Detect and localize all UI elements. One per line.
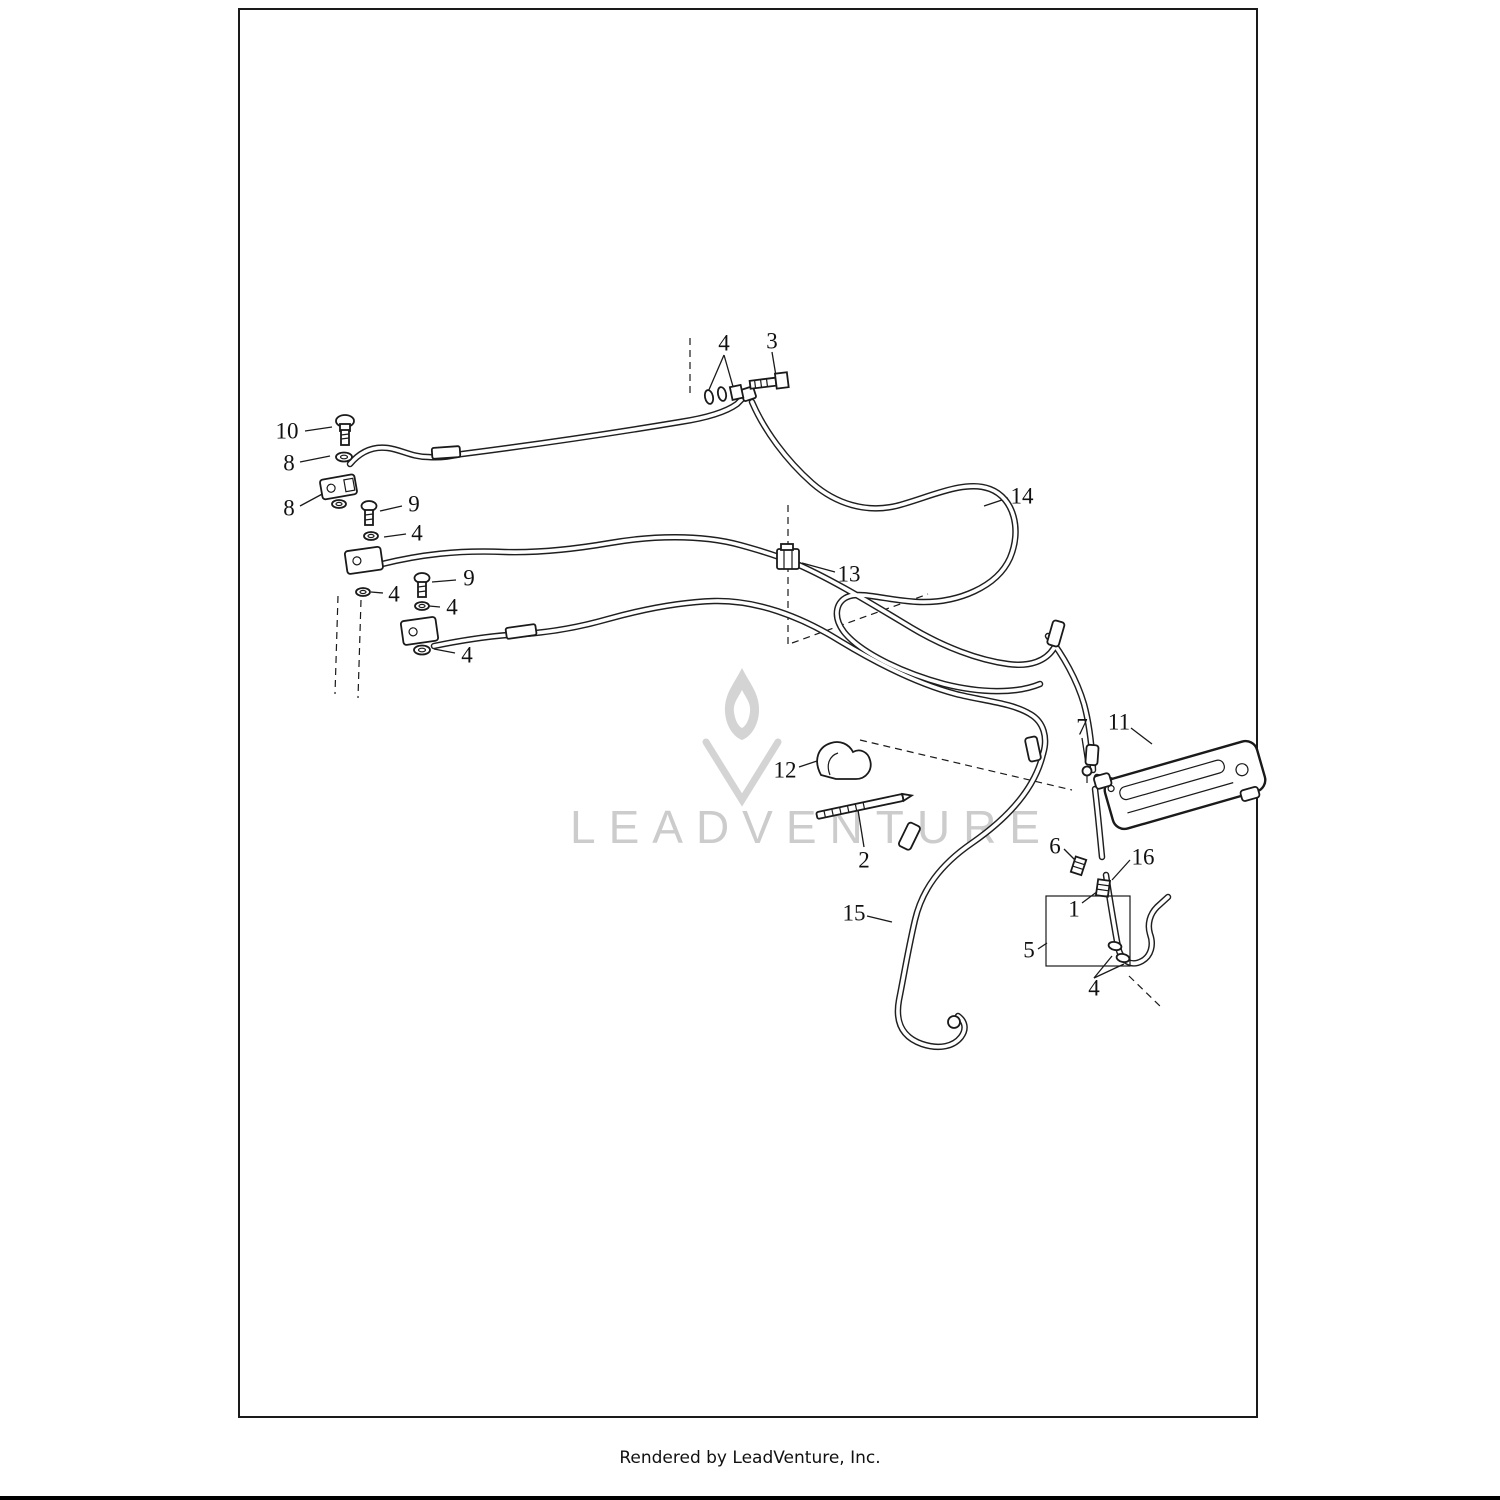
clip-13 [776, 543, 800, 570]
clamp-8 [319, 473, 358, 501]
callout-7: 7 [1076, 714, 1088, 740]
callout-5: 5 [1023, 937, 1035, 963]
screw-9-lower [413, 572, 431, 598]
washer-4-b [355, 587, 371, 597]
top-fitting-hardware [703, 383, 745, 405]
bolt-3 [748, 371, 790, 390]
cable-tie-2 [815, 792, 915, 820]
clamp-block-lower [399, 616, 440, 646]
hoses-core [348, 391, 1170, 1049]
leadventure-flame-logo [702, 668, 782, 807]
callout-4-a: 4 [411, 520, 423, 546]
fitting-1 [1094, 878, 1112, 898]
callout-11: 11 [1107, 709, 1131, 735]
callout-16: 16 [1131, 844, 1155, 870]
callout-4-e: 4 [1088, 975, 1100, 1001]
bracket-component-11 [1093, 739, 1267, 831]
hoses-outline [350, 393, 1168, 1047]
callout-14: 14 [1010, 483, 1034, 509]
washer-4-a [363, 531, 379, 541]
bolt-10 [335, 414, 355, 446]
clamp-12 [816, 741, 872, 780]
callout-4-d: 4 [461, 642, 473, 668]
callout-10: 10 [275, 418, 299, 444]
bottom-edge-line [0, 1496, 1500, 1500]
washer-4-c [414, 601, 430, 611]
clamp-block-middle [343, 545, 384, 575]
washer-8-upper [335, 451, 353, 463]
callout-4-c: 4 [446, 594, 458, 620]
callout-12: 12 [773, 757, 797, 783]
callout-2: 2 [858, 847, 870, 873]
callout-8-lower: 8 [283, 495, 295, 521]
washers-4-bottom [1107, 940, 1131, 964]
callout-4-b: 4 [388, 581, 400, 607]
screw-9-upper [360, 500, 378, 526]
bracket-5-outline [1045, 895, 1131, 967]
callout-9-lower: 9 [463, 565, 475, 591]
washer-4-d [413, 644, 431, 656]
callout-15: 15 [842, 900, 866, 926]
callout-3: 3 [766, 328, 778, 354]
callout-1: 1 [1068, 896, 1080, 922]
washer-8-lower [331, 499, 347, 509]
callout-13: 13 [837, 561, 861, 587]
callout-4-top: 4 [718, 330, 730, 356]
hose-sleeves [430, 385, 1100, 1029]
callout-6: 6 [1049, 833, 1061, 859]
callout-9-upper: 9 [408, 491, 420, 517]
fitting-6 [1069, 855, 1088, 877]
bolt-7 [1081, 765, 1093, 783]
footer-credit-text: Rendered by LeadVenture, Inc. [619, 1448, 881, 1468]
watermark-text: LEADVENTURE [570, 801, 1053, 853]
callout-8-upper: 8 [283, 450, 295, 476]
dashed-reference-lines [334, 338, 1163, 1009]
